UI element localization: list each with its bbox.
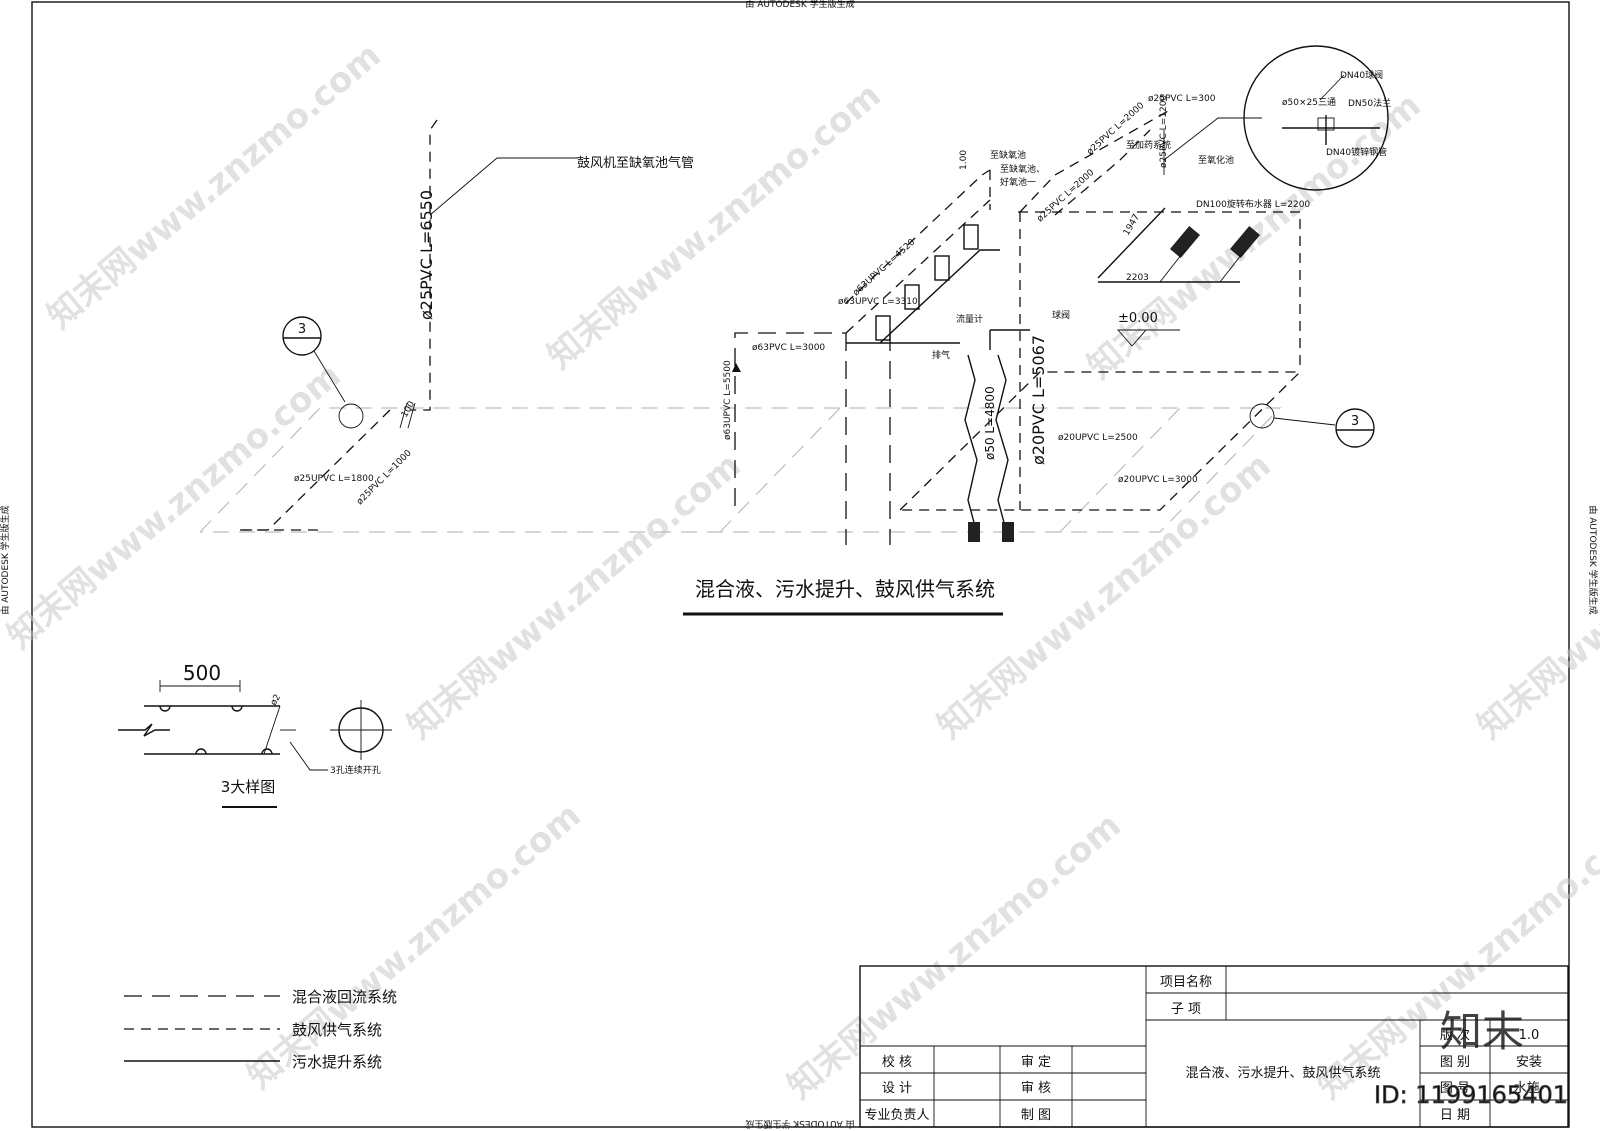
watermark-layer: 知末网www.znzmo.com 知末网www.znzmo.com 知末网www…: [0, 35, 1600, 1107]
label-to-oxidation: 至氧化池: [1198, 154, 1234, 166]
label-pipe-63upvc-3310: ø63UPVC L=3310: [838, 297, 918, 307]
label-dim-2203: 2203: [1126, 273, 1149, 283]
tb-drawing-no: 图 号: [1440, 1081, 1470, 1096]
tb-version-val: 1.0: [1519, 1028, 1540, 1043]
label-level-100: 1.00: [959, 150, 969, 170]
legend-label: 污水提升系统: [292, 1053, 382, 1071]
label-rotary-mixer: DN100旋转布水器 L=2200: [1196, 198, 1310, 210]
label-pipe-50-4800: ø50 L=4800: [983, 386, 997, 460]
label-pipe-25pvc-300: ø25PVC L=300: [1148, 94, 1216, 104]
tb-lead: 专业负责人: [864, 1108, 929, 1123]
label-pipe-63upvc-5500: ø63UPVC L=5500: [723, 360, 733, 440]
label-level-000: ±0.00: [1118, 311, 1158, 326]
tb-review: 审 核: [1021, 1081, 1051, 1096]
callout-num: 3: [1351, 414, 1359, 429]
central-system: [732, 109, 1302, 545]
callout-num: 3: [298, 322, 306, 337]
watermark: 知末网www.znzmo.com: [0, 355, 349, 657]
autodesk-right: 由 AUTODESK 学生版生成: [1587, 505, 1599, 614]
callout-right: 3: [1249, 403, 1375, 448]
autodesk-left: 由 AUTODESK 学生版生成: [0, 505, 11, 614]
detail-3-drawing: 500 ø2 3孔连续开孔 3大样图: [118, 661, 392, 808]
label-blower-to-anoxic: 鼓风机至缺氧池气管: [577, 155, 694, 171]
callout-left: 3: [282, 316, 346, 403]
detail-note2: DN40球阀: [1340, 69, 1383, 81]
detail-note1: ø50×25三通: [1282, 97, 1336, 108]
detail-note3: DN50法兰: [1348, 97, 1391, 109]
autodesk-top: 由 AUTODESK 学生版生成: [745, 0, 854, 10]
title-block: [859, 965, 1569, 1128]
tb-project-name: 项目名称: [1160, 974, 1212, 990]
label-pipe-20upvc-2500: ø20UPVC L=2500: [1058, 433, 1138, 443]
label-pipe-63upvc-4520: ø63UPVC L=4520: [851, 237, 917, 298]
label-flowmeter: 流量计: [956, 313, 983, 325]
label-pipe-25pvc-1200: ø25PVC L=1200: [1159, 95, 1169, 168]
left-pipe-system: [240, 119, 578, 531]
label-pipe-25upvc-1800: ø25UPVC L=1800: [294, 474, 374, 484]
tb-design: 设 计: [882, 1081, 912, 1096]
detail-note4: DN40镀锌钢管: [1326, 146, 1387, 158]
legend-label: 混合液回流系统: [292, 988, 397, 1006]
label-anoxic-tank2: 至缺氧池、: [1000, 163, 1045, 175]
pipe-end-circle: [338, 403, 364, 429]
label-vent: 排气: [932, 349, 950, 361]
watermark: 知末网www.znzmo.com: [240, 795, 589, 1097]
label-valve: 球阀: [1052, 309, 1070, 321]
tb-category: 图 别: [1440, 1055, 1470, 1070]
label-pipe-63pvc-3000: ø63PVC L=3000: [752, 343, 825, 353]
diagram-title: 混合液、污水提升、鼓风供气系统: [695, 577, 995, 601]
detail-dim: 500: [183, 661, 221, 685]
tb-approve: 审 定: [1021, 1055, 1051, 1070]
watermark: 知末网www.znzmo.com: [780, 805, 1129, 1107]
legend: 混合液回流系统 鼓风供气系统 污水提升系统: [124, 988, 397, 1071]
label-anoxic-tank: 至缺氧池: [990, 149, 1026, 161]
watermark: 知末网www.znzmo.com: [1470, 445, 1600, 747]
drawing-border: [31, 1, 1570, 1128]
tb-version: 版 次: [1440, 1027, 1470, 1043]
detail-note: 3孔连续开孔: [330, 764, 381, 776]
watermark-logo: 知末: [1440, 1007, 1524, 1056]
tb-check: 校 核: [882, 1054, 912, 1070]
watermark-id: ID: 1199165401: [1374, 1081, 1568, 1109]
legend-label: 鼓风供气系统: [292, 1021, 382, 1039]
ghost-floor: [199, 407, 1282, 533]
label-to-dosing: 至加药系统: [1126, 139, 1171, 151]
autodesk-bottom: 由 AUTODESK 学生版生成: [745, 1118, 854, 1130]
tb-category-val: 安装: [1516, 1055, 1542, 1070]
label-pipe-20upvc-3000: ø20UPVC L=3000: [1118, 475, 1198, 485]
tb-drawing-title: 混合液、污水提升、鼓风供气系统: [1185, 1065, 1380, 1081]
detail-hole: ø2: [269, 693, 283, 708]
watermark: 知末网www.znzmo.com: [540, 75, 889, 377]
detail-circle: ø50×25三通 DN40球阀 DN50法兰 DN40镀锌钢管: [1243, 45, 1391, 191]
label-pipe-25pvc-6550: ø25PVC L=6550: [417, 190, 436, 320]
detail-title: 3大样图: [221, 778, 276, 796]
label-aerobic-tank: 好氧池一: [1000, 176, 1036, 188]
tb-date: 日 期: [1440, 1108, 1470, 1123]
tb-drawing-no-val: 水施-: [1514, 1081, 1545, 1096]
tb-draw: 制 图: [1021, 1108, 1051, 1123]
watermark: 知末网www.znzmo.com: [40, 35, 389, 337]
label-dim-1947: 1947: [1122, 213, 1142, 238]
label-pipe-25pvc-2000a: ø25PVC L=2000: [1035, 168, 1096, 225]
tb-sub-item: 子 项: [1171, 1002, 1201, 1017]
label-pipe-20pvc-5067: ø20PVC L=5067: [1029, 335, 1048, 465]
